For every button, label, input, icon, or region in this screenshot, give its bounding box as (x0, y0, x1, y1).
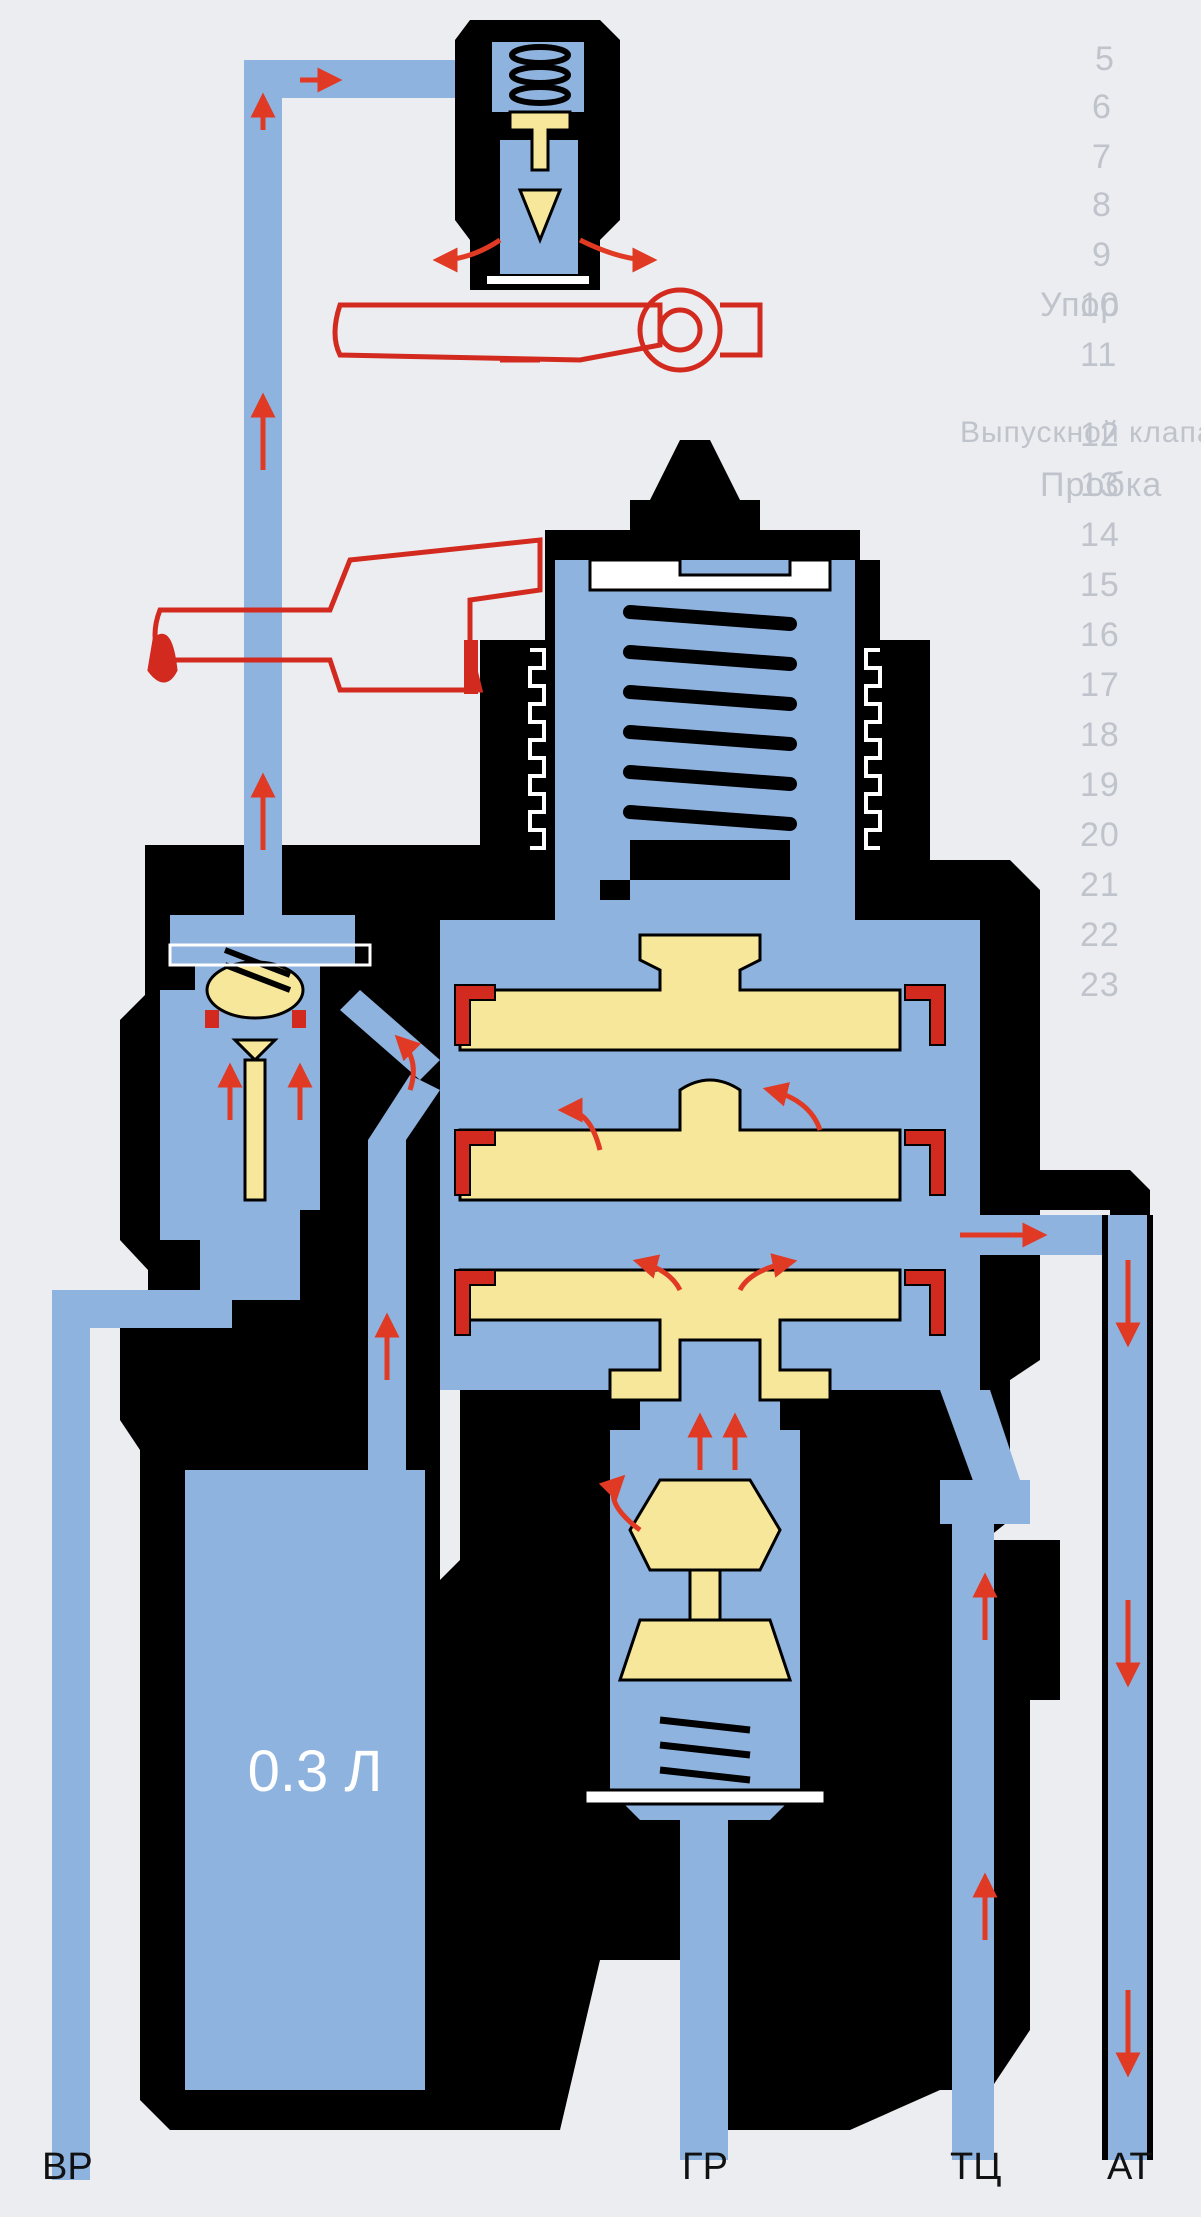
bg-number: 17 (1080, 666, 1120, 704)
bg-number: 23 (1080, 966, 1120, 1004)
lower-stem-valve (583, 1478, 827, 1806)
main-spring (588, 558, 832, 900)
lever-outline (147, 537, 543, 694)
port-label-gr: ГР (682, 2146, 728, 2188)
bg-fragment: Выпускной клапан (960, 416, 1201, 449)
check-valve (168, 943, 372, 1202)
flow-arrows (217, 67, 1141, 2078)
thread-left (528, 648, 546, 850)
bg-number: 18 (1080, 716, 1120, 754)
bg-number: 21 (1080, 866, 1120, 904)
bg-number: 22 (1080, 916, 1120, 954)
bg-number: 14 (1080, 516, 1120, 554)
piston-seals (454, 984, 946, 1336)
piston-upper (458, 933, 902, 1052)
bg-fragment: Упор (1040, 286, 1121, 324)
bg-number: 15 (1080, 566, 1120, 604)
at-pipe-outline (1102, 1215, 1153, 2160)
reservoir-volume-label: 0.3 Л (247, 1739, 383, 1804)
port-label-at: АТ (1107, 2146, 1153, 2188)
bg-number: 19 (1080, 766, 1120, 804)
bg-number: 7 (1092, 138, 1112, 176)
bg-number: 16 (1080, 616, 1120, 654)
top-relief-valve (455, 20, 620, 290)
release-handle (332, 287, 763, 373)
bg-number: 13 (1080, 466, 1120, 504)
bg-number: 6 (1092, 88, 1112, 126)
port-label-tc: ТЦ (950, 2146, 1002, 2188)
bg-number: 12 (1080, 416, 1120, 454)
bg-fragment: Пробка (1040, 466, 1163, 504)
bg-number: 5 (1095, 40, 1115, 78)
bg-number: 8 (1092, 186, 1112, 224)
bg-number: 11 (1080, 336, 1118, 374)
thread-right (864, 648, 882, 850)
bg-number: 20 (1080, 816, 1120, 854)
port-label-vr: ВР (42, 2146, 93, 2188)
bg-number: 9 (1092, 236, 1112, 274)
piston-lower (458, 1268, 902, 1402)
bg-number: 10 (1080, 286, 1120, 324)
piston-middle (458, 1078, 902, 1202)
